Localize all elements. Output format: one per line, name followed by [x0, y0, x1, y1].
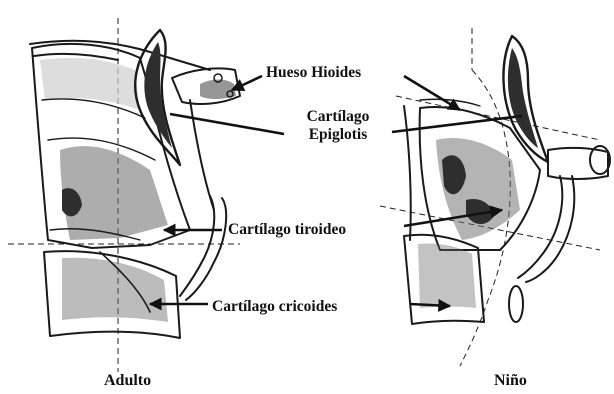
label-cartilago-tiroideo: Cartílago tiroideo	[228, 221, 346, 239]
caption-child: Niño	[494, 372, 527, 390]
label-cartilago-epiglotis: Cartílago Epiglotis	[284, 108, 392, 144]
label-hueso-hioides: Hueso Hioides	[266, 64, 361, 82]
arrow-epiglottis-adult	[170, 114, 284, 134]
child-tracheal-ring	[509, 286, 523, 322]
label-cartilago-epiglotis-line2: Epiglotis	[284, 126, 392, 144]
arrow-hyoid-child	[404, 76, 460, 110]
child-larynx-illustration	[380, 28, 610, 366]
adult-larynx-illustration	[8, 18, 240, 372]
label-cartilago-epiglotis-line1: Cartílago	[284, 108, 392, 126]
caption-adult: Adulto	[104, 372, 151, 390]
label-cartilago-cricoides: Cartílago cricoides	[212, 298, 337, 316]
